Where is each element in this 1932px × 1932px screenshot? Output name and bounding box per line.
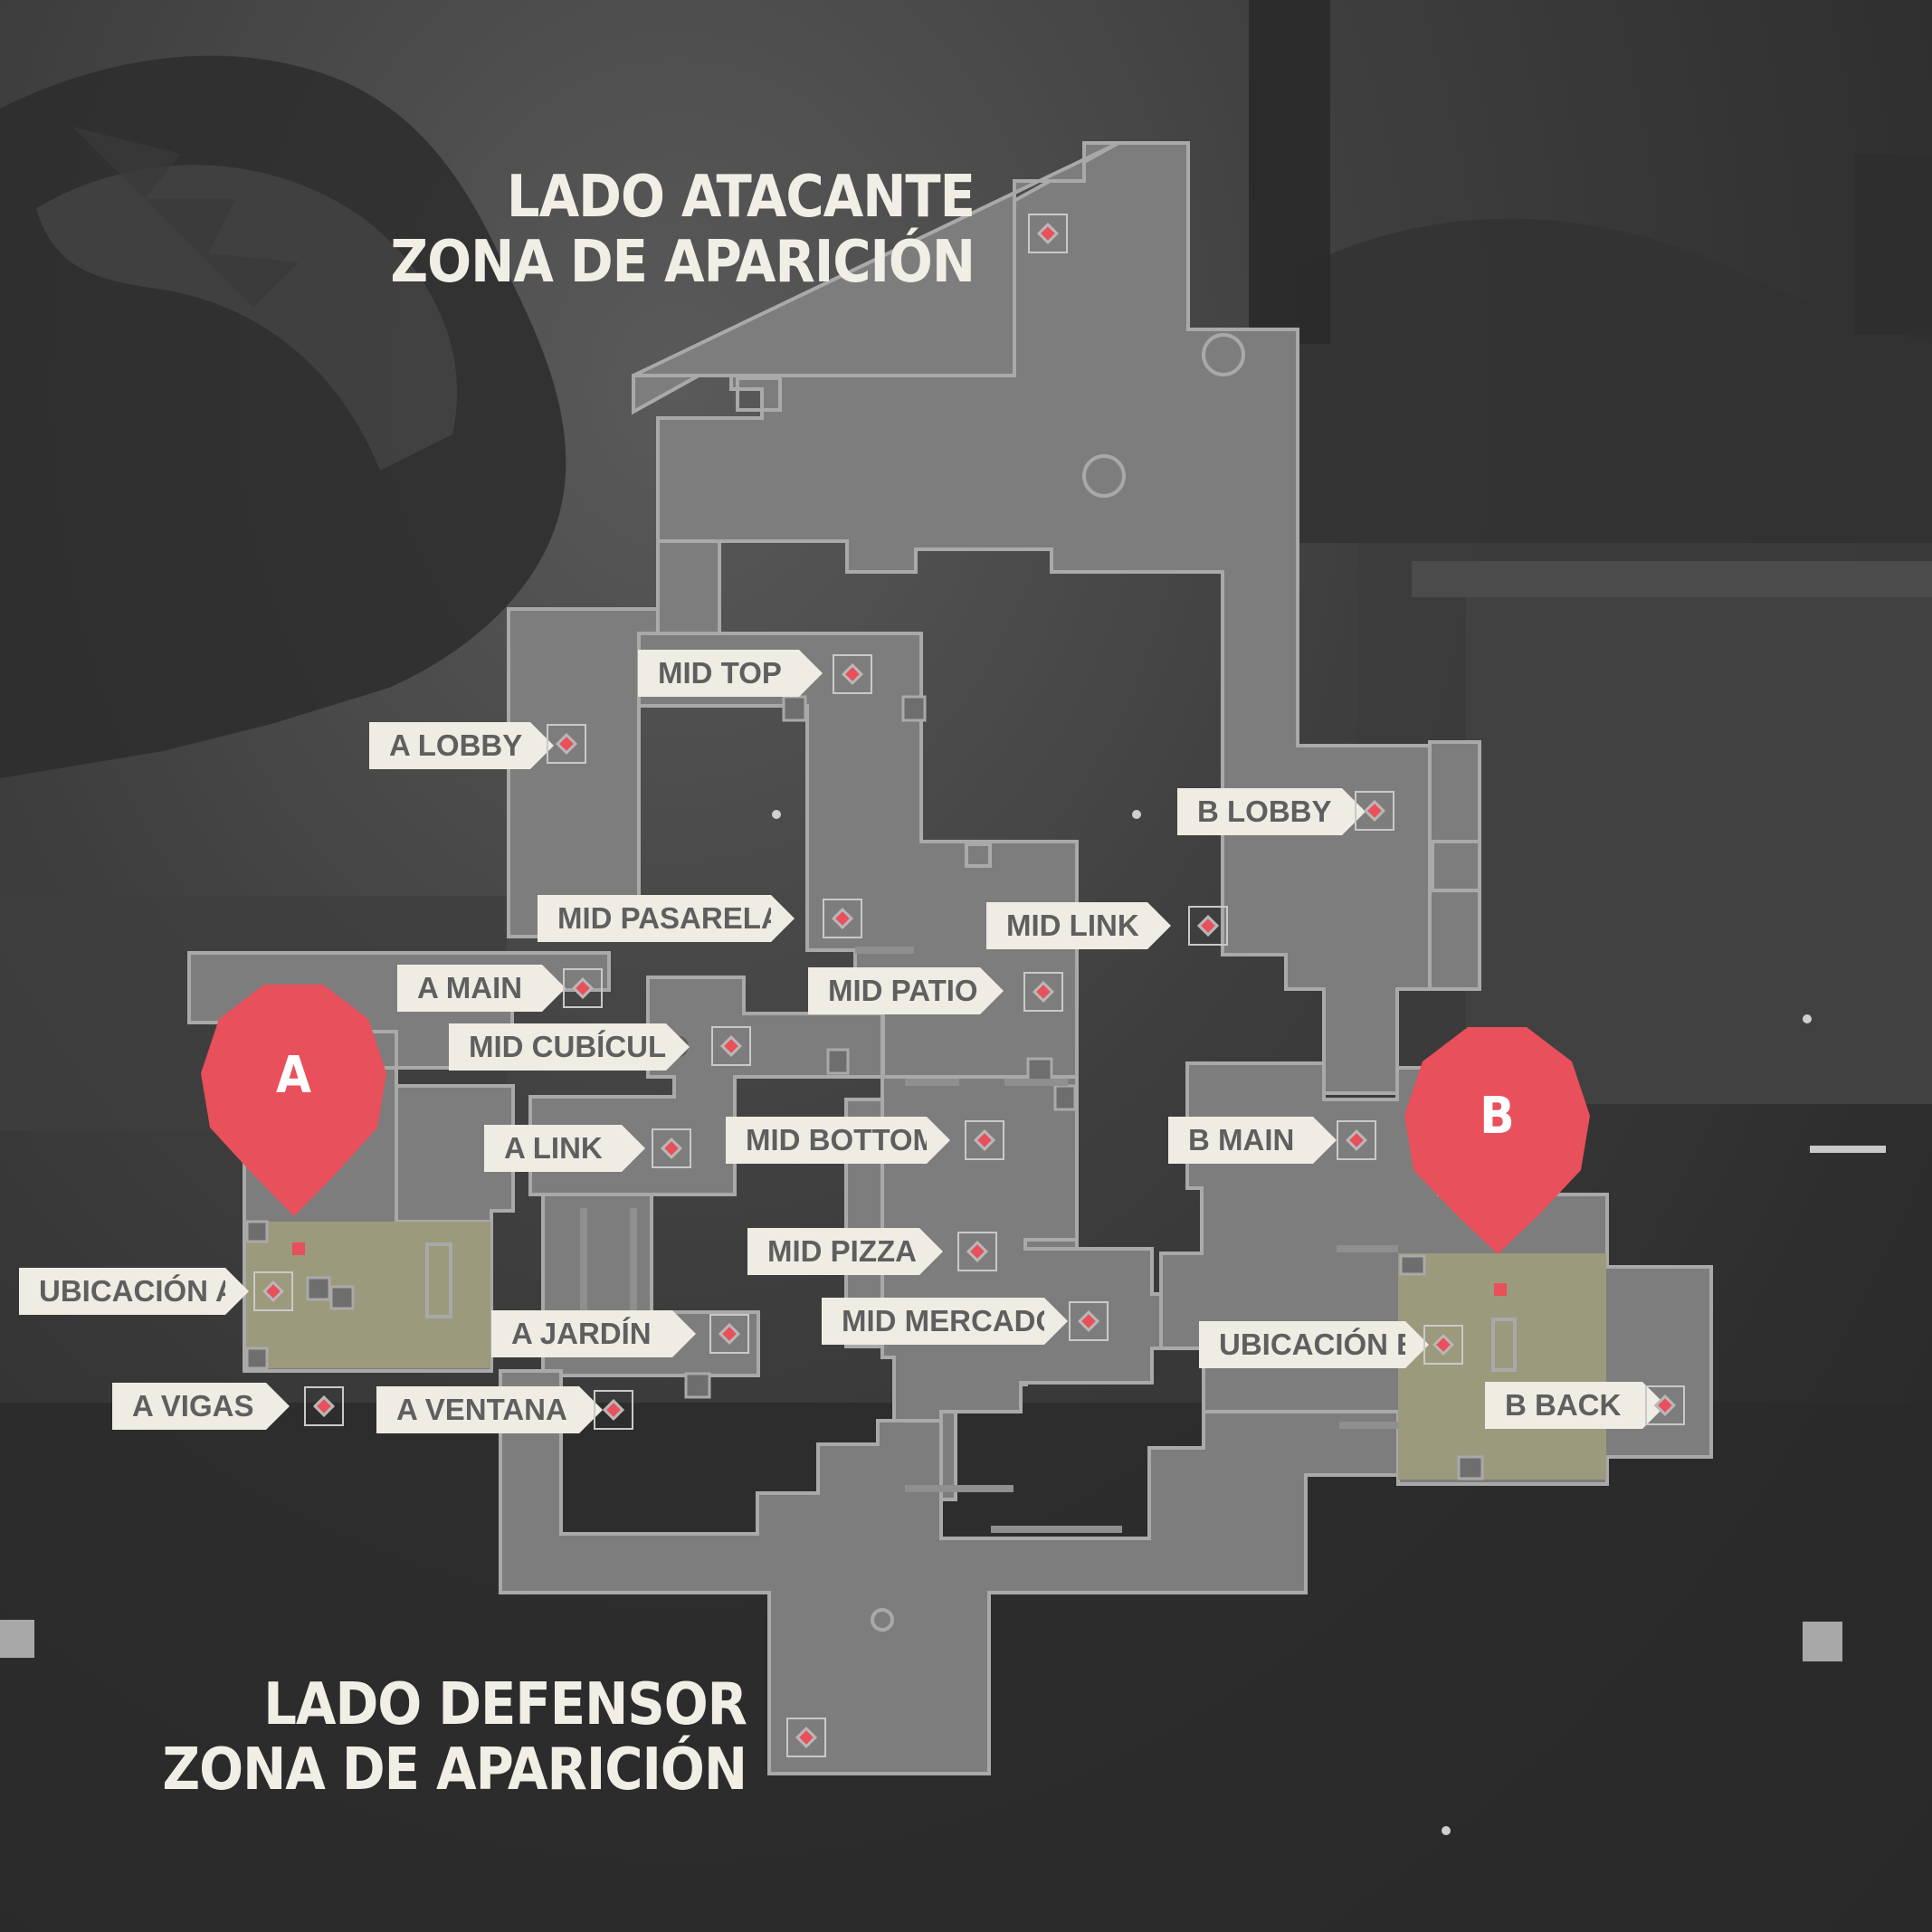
edge-marker: [1810, 1146, 1886, 1153]
defender-spawn-line1: LADO DEFENSOR: [263, 1671, 747, 1738]
callout-a-lobby[interactable]: A LOBBY: [369, 722, 554, 769]
location-marker-icon[interactable]: [1023, 972, 1063, 1012]
callout-b-main[interactable]: B MAIN: [1168, 1117, 1337, 1164]
location-marker-icon[interactable]: [253, 1271, 293, 1311]
attacker-spawn-heading: LADO ATACANTE ZONA DE APARICIÓN: [390, 164, 976, 296]
site-b-center-dot: [1494, 1283, 1507, 1296]
callout-a-link[interactable]: A LINK: [484, 1125, 645, 1172]
callout-ubicacion-a[interactable]: UBICACIÓN A: [19, 1268, 249, 1315]
callout-ubicacion-b[interactable]: UBICACIÓN B: [1199, 1321, 1429, 1368]
location-marker-icon[interactable]: [1355, 791, 1394, 831]
defender-spawn-line2: ZONA DE APARICIÓN: [162, 1737, 747, 1804]
defender-spawn-marker-icon[interactable]: [786, 1718, 826, 1757]
location-marker-icon[interactable]: [304, 1386, 344, 1426]
location-marker-icon[interactable]: [547, 724, 586, 764]
site-b-pin[interactable]: B: [1404, 1025, 1590, 1256]
callout-a-vigas[interactable]: A VIGAS: [112, 1383, 290, 1430]
site-pin-icon: [1404, 1027, 1590, 1254]
callout-mid-cubiculo[interactable]: MID CUBÍCULO: [449, 1023, 690, 1071]
callout-mid-link[interactable]: MID LINK: [986, 902, 1171, 949]
location-marker-icon[interactable]: [1069, 1301, 1109, 1341]
edge-marker: [1803, 1622, 1842, 1661]
callout-b-back[interactable]: B BACK: [1485, 1382, 1666, 1429]
location-marker-icon[interactable]: [1645, 1385, 1685, 1425]
callout-mid-top[interactable]: MID TOP: [638, 650, 823, 697]
site-a-center-dot: [292, 1242, 305, 1255]
attacker-spawn-line1: LADO ATACANTE: [506, 164, 976, 231]
location-marker-icon[interactable]: [833, 654, 872, 694]
defender-spawn-heading: LADO DEFENSOR ZONA DE APARICIÓN: [162, 1672, 747, 1803]
callout-mid-pasarela[interactable]: MID PASARELA: [538, 895, 795, 942]
attacker-spawn-line2: ZONA DE APARICIÓN: [390, 229, 976, 296]
callout-a-main[interactable]: A MAIN: [397, 965, 566, 1012]
callout-mid-patio[interactable]: MID PATIO: [808, 967, 1004, 1014]
callout-mid-pizza[interactable]: MID PIZZA: [747, 1228, 943, 1275]
site-pin-icon: [201, 985, 386, 1216]
location-marker-icon[interactable]: [711, 1026, 751, 1066]
site-a-letter: A: [276, 1046, 311, 1105]
callout-mid-bottom[interactable]: MID BOTTOM: [726, 1117, 950, 1164]
location-marker-icon[interactable]: [563, 968, 603, 1008]
attacker-spawn-marker-icon[interactable]: [1028, 214, 1068, 253]
callout-a-jardin[interactable]: A JARDÍN: [491, 1310, 696, 1357]
location-marker-icon[interactable]: [1188, 906, 1228, 946]
location-marker-icon[interactable]: [709, 1314, 749, 1354]
callout-b-lobby[interactable]: B LOBBY: [1177, 788, 1366, 835]
location-marker-icon[interactable]: [823, 899, 862, 938]
location-marker-icon[interactable]: [957, 1232, 997, 1271]
location-marker-icon[interactable]: [652, 1128, 691, 1168]
callout-a-ventana[interactable]: A VENTANA: [376, 1386, 603, 1433]
location-marker-icon[interactable]: [1423, 1325, 1463, 1365]
edge-marker: [0, 1620, 34, 1658]
site-b-letter: B: [1480, 1087, 1515, 1146]
location-marker-icon[interactable]: [965, 1120, 1004, 1160]
site-a-pin[interactable]: A: [201, 983, 386, 1218]
location-marker-icon[interactable]: [594, 1390, 633, 1430]
callout-mid-mercado[interactable]: MID MERCADO: [822, 1298, 1068, 1345]
location-marker-icon[interactable]: [1337, 1120, 1376, 1160]
